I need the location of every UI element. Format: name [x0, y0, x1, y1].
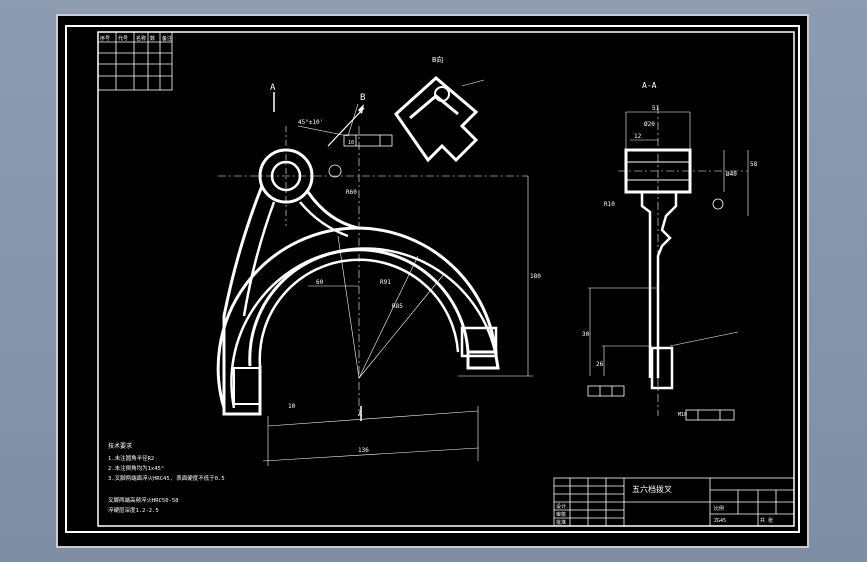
note-line: 叉脚两端高频淬火HRC50-58	[108, 496, 179, 504]
title-approve: 批准	[556, 519, 566, 526]
section-title: A-A	[642, 81, 657, 90]
dim-58: 58	[750, 161, 758, 168]
technical-notes: 技术要求 1.未注圆角半径R2 2.未注倒角均为1x45° 3.叉脚两端面淬火H…	[108, 442, 225, 514]
note-line: 3.叉脚两端面淬火HRC45, 表面硬度不低于0.5	[108, 474, 225, 482]
dim-10: 10	[288, 403, 296, 410]
dim-m10: M10	[678, 412, 687, 418]
angle-dim: 45°±10'	[298, 119, 323, 126]
note-line: 2.未注倒角均为1x45°	[108, 464, 164, 472]
title-sheet: 共 张	[760, 517, 773, 524]
material-table	[97, 31, 173, 91]
notes-title: 技术要求	[108, 442, 132, 450]
dim-30: 30	[582, 331, 590, 338]
dim-r60: R60	[346, 189, 357, 196]
title-block	[553, 477, 795, 527]
table-header: 代号	[118, 35, 128, 42]
drawing-sheet: 序号 代号 名称 数 备注	[65, 25, 800, 533]
dim-r85: R85	[392, 303, 403, 310]
cut-label-a: A	[270, 83, 276, 93]
dim-r10: R10	[604, 201, 615, 208]
dim-40: Ø40	[726, 171, 737, 178]
dim-60: 60	[316, 279, 324, 286]
dim-51: 51	[652, 105, 660, 112]
table-header: 备注	[162, 35, 172, 42]
main-view	[216, 92, 533, 466]
dim-20: Ø20	[644, 121, 655, 128]
note-line: 1.未注圆角半径R2	[108, 454, 154, 462]
outer-frame	[65, 25, 800, 533]
main-view-labels: A B A 45°±10' 136 180 60 R91 R85 R60 10 …	[270, 83, 541, 454]
dim-180: 180	[530, 273, 541, 280]
b-view	[394, 76, 485, 163]
title-design: 设计	[556, 503, 566, 510]
material-table-headers: 序号 代号 名称 数 备注	[100, 35, 172, 42]
table-header: 名称	[136, 35, 146, 42]
section-labels: A-A 51 12 Ø20 Ø40 58 30 26 R10 M10	[582, 81, 758, 418]
note-line: 淬硬层深度1.2-2.5	[108, 506, 159, 514]
view-b-label: B向	[432, 55, 443, 64]
title-scale: 比例	[714, 505, 724, 512]
tolerance-value: 10	[348, 140, 354, 146]
table-header: 数	[150, 35, 155, 42]
dim-26: 26	[596, 361, 604, 368]
part-name: 五六档拨叉	[632, 484, 672, 494]
inner-frame	[97, 31, 795, 527]
dim-136: 136	[358, 447, 369, 454]
dim-r91: R91	[380, 279, 391, 286]
cad-viewport[interactable]: 序号 代号 名称 数 备注	[56, 14, 809, 548]
cut-label-b: B	[360, 93, 365, 103]
table-header: 序号	[100, 35, 110, 42]
dim-12: 12	[634, 133, 642, 140]
section-view	[587, 106, 749, 421]
title-block-text: 五六档拨叉 设计 审核 批准 比例 共 张 ZG45	[556, 484, 773, 526]
cut-label-a-bottom: A	[358, 410, 363, 418]
title-check: 审核	[556, 511, 566, 518]
title-material: ZG45	[714, 518, 726, 524]
